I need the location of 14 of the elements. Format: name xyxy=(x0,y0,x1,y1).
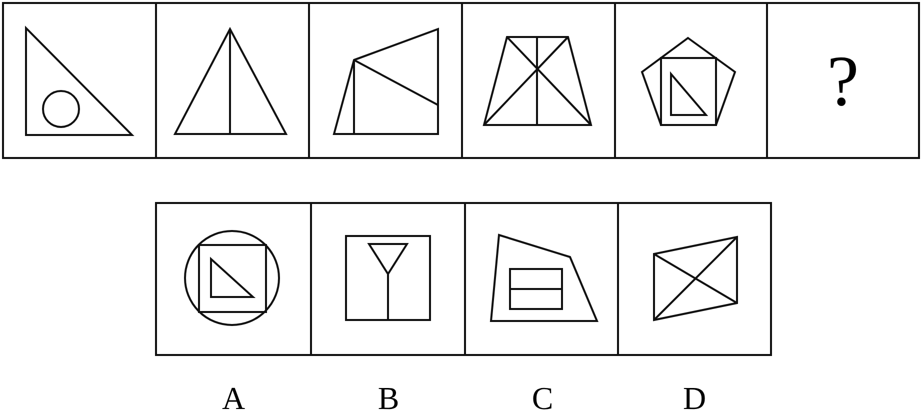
option-cell xyxy=(310,202,467,356)
puzzle-cell xyxy=(614,2,769,159)
puzzle-cell xyxy=(461,2,616,159)
option-letter: C xyxy=(532,382,554,414)
puzzle-cell xyxy=(155,2,310,159)
puzzle-cell xyxy=(766,2,920,159)
option-letter: A xyxy=(222,382,246,414)
option-cell xyxy=(155,202,312,356)
puzzle-cell xyxy=(2,2,157,159)
puzzle-cell xyxy=(308,2,463,159)
option-letter: B xyxy=(378,382,400,414)
question-mark: ? xyxy=(827,44,859,116)
option-letter: D xyxy=(682,382,706,414)
option-cell xyxy=(617,202,772,356)
